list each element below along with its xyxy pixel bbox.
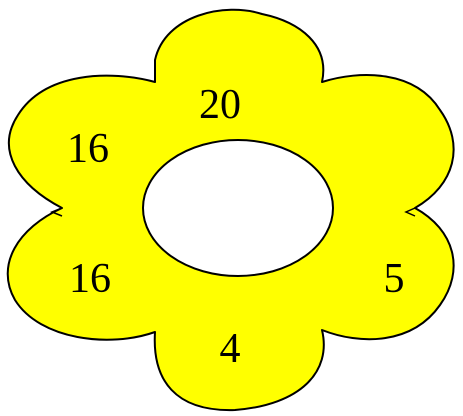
- flower-center: [143, 140, 333, 276]
- petal-top-number: 20: [199, 82, 241, 128]
- petal-lower-left-number: 16: [69, 256, 111, 302]
- petal-lower-right-number: 5: [384, 256, 405, 302]
- petal-upper-left-number: 16: [67, 126, 109, 172]
- petal-bottom-number: 4: [220, 326, 241, 372]
